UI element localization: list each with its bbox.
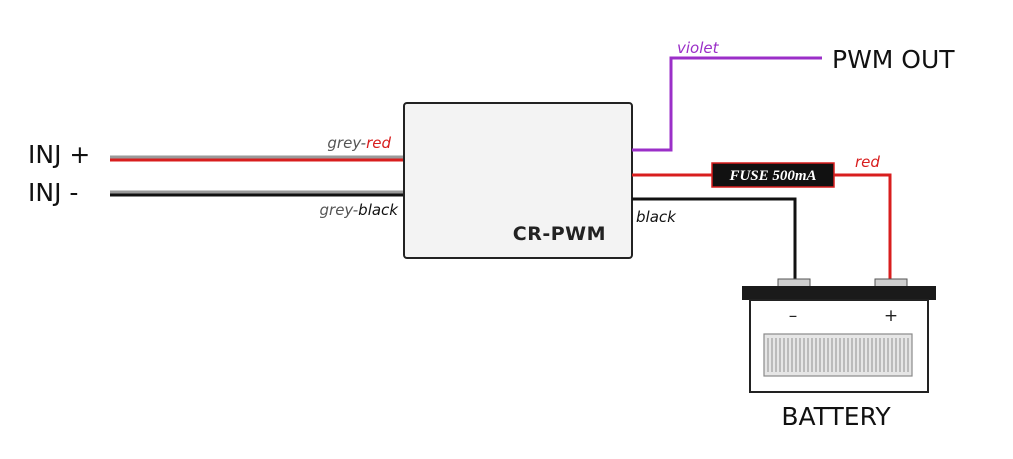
red-wire-label: red: [855, 153, 880, 171]
grey-black-color: black: [358, 201, 399, 219]
battery: – +: [742, 278, 936, 393]
fuse: [711, 162, 835, 188]
grey-red-prefix: grey-: [327, 134, 366, 152]
inj-plus-wire: [110, 155, 404, 162]
battery-label: BATTERY: [781, 402, 891, 431]
grey-black-wire-label: grey-black: [320, 201, 400, 219]
battery-lid: [742, 286, 936, 300]
module-name: CR-PWM: [513, 223, 606, 245]
battery-grille: [763, 333, 913, 377]
grey-black-prefix: grey-: [320, 201, 359, 219]
black-wire-label: black: [636, 208, 677, 226]
violet-wire-label: violet: [677, 39, 720, 57]
inj-minus-wire: [110, 190, 404, 197]
violet-wire: [632, 56, 822, 152]
red-wire-to-battery: [834, 173, 892, 281]
fuse-label: FUSE 500mA: [728, 168, 816, 184]
pwm-out-label: PWM OUT: [832, 45, 955, 74]
grey-red-color: red: [366, 134, 391, 152]
black-wire: [632, 197, 797, 281]
battery-plus-sign: +: [884, 306, 898, 326]
battery-minus-sign: –: [789, 306, 798, 326]
inj-plus-label: INJ +: [28, 140, 90, 169]
cr-pwm-module: [403, 102, 633, 259]
inj-minus-label: INJ -: [28, 178, 78, 207]
grey-red-wire-label: grey-red: [327, 134, 391, 152]
